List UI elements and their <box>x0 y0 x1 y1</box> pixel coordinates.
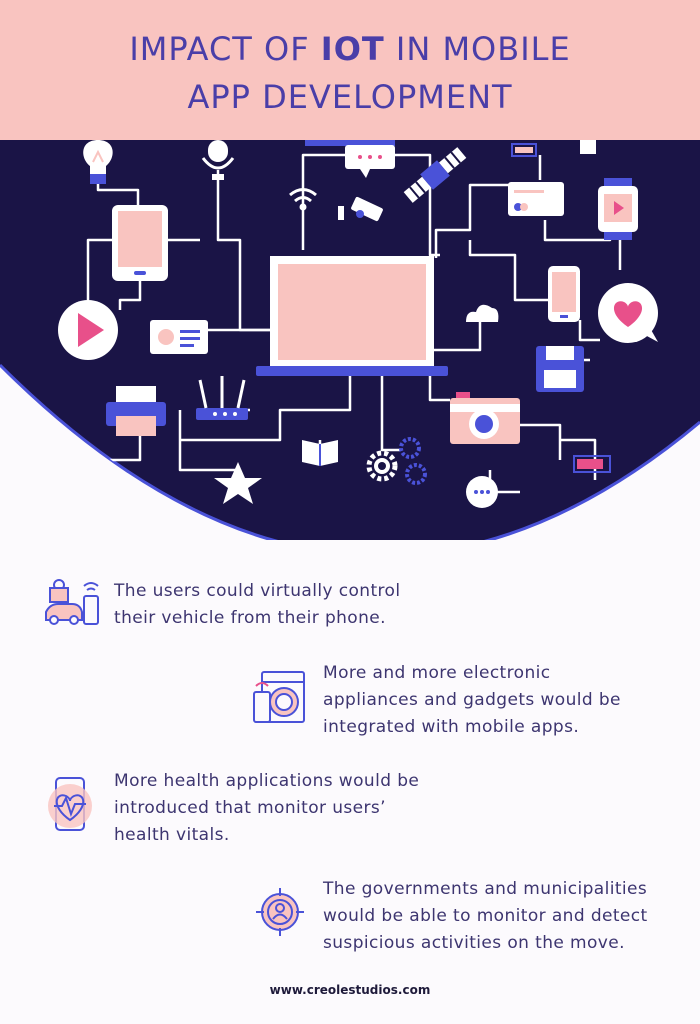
wifi-icon <box>289 188 317 211</box>
satellite-icon <box>403 147 467 203</box>
camera-icon <box>450 392 520 444</box>
floppy-disk-icon <box>536 346 584 392</box>
smartwatch-icon <box>598 178 638 240</box>
chat-dots-icon <box>466 476 498 508</box>
book-icon <box>302 440 338 466</box>
router-icon <box>196 376 248 420</box>
security-camera-icon <box>338 196 383 222</box>
battery-low-icon <box>573 455 611 473</box>
heart-rate-phone-icon <box>48 777 92 831</box>
heart-bubble-icon <box>598 283 658 343</box>
id-card-icon <box>150 320 208 354</box>
cloud-icon <box>466 304 499 322</box>
item-3-text: More health applications would be introd… <box>114 771 420 845</box>
page-title-line2: APP DEVELOPMENT <box>187 78 513 116</box>
surveillance-target-icon <box>256 888 304 936</box>
item-4-text: The governments and municipalities would… <box>323 879 648 953</box>
star-icon <box>214 462 262 504</box>
item-1-text: The users could virtually control their … <box>114 581 401 628</box>
microphone-icon <box>201 140 235 180</box>
item-2-text: More and more electronic appliances and … <box>323 663 621 737</box>
header-banner <box>0 0 700 142</box>
lightbulb-icon <box>83 140 113 184</box>
washing-machine-phone-icon <box>253 671 305 723</box>
gears-icon <box>366 437 427 485</box>
car-lock-phone-icon <box>45 579 99 625</box>
credit-card-icon <box>508 182 564 216</box>
printer-icon <box>106 386 166 436</box>
tablet-icon <box>112 205 168 281</box>
chat-bubble-icon <box>345 145 395 178</box>
footer-website-link[interactable]: www.creolestudios.com <box>269 983 431 997</box>
laptop-icon <box>256 256 448 376</box>
play-button-icon <box>58 300 118 360</box>
iot-network-illustration <box>0 140 700 540</box>
page-title-line1: IMPACT OF IOT IN MOBILE <box>129 30 571 68</box>
smartphone-icon <box>548 266 580 322</box>
battery-icon <box>511 143 537 157</box>
